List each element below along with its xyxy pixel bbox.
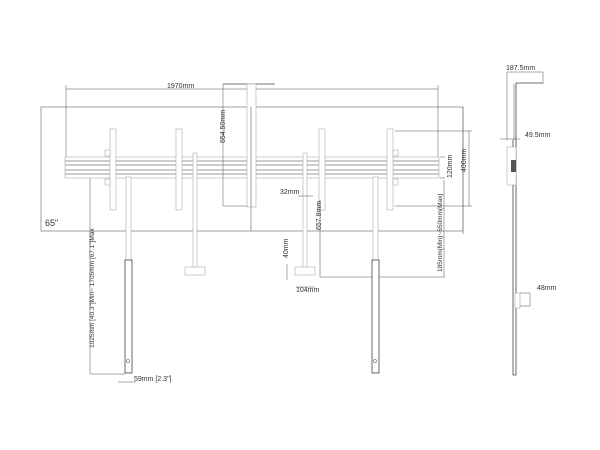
adjust-range-label: 185mm(Min)~650mm(Max) bbox=[437, 193, 444, 272]
center-pole bbox=[222, 83, 275, 231]
bracket-height-label: 400mm bbox=[461, 148, 468, 172]
rail-height-label: 120mm bbox=[447, 154, 454, 178]
width-label: 1970mm bbox=[167, 83, 194, 90]
side-profile bbox=[512, 82, 543, 376]
depth-label: 187.5mm bbox=[506, 65, 535, 72]
hanger-offset-label: 32mm bbox=[280, 189, 300, 196]
clamp-height-label: 40mm bbox=[283, 238, 290, 258]
side-view: 187.5mm 49.5mm 48mm bbox=[500, 65, 557, 376]
hanger-length-label: 657.8mm bbox=[316, 201, 323, 230]
profile-label: 49.5mm bbox=[525, 132, 550, 139]
screen-size-label: 65" bbox=[45, 218, 58, 228]
floor-legs bbox=[124, 176, 380, 374]
front-view: 65" 1970mm bbox=[40, 83, 472, 383]
leg-range-label: 1025mm [40.3"]Min~ 1705mm [67.1"]Max bbox=[89, 228, 96, 348]
clamp-width-label: 104mm bbox=[296, 287, 320, 294]
leg-width-label: 59mm [2.3"] bbox=[134, 376, 172, 383]
vertical-brackets bbox=[104, 128, 399, 211]
pole-height-label: 654.50mm bbox=[220, 110, 227, 143]
hangers bbox=[184, 152, 316, 276]
foot-label: 48mm bbox=[537, 285, 557, 292]
